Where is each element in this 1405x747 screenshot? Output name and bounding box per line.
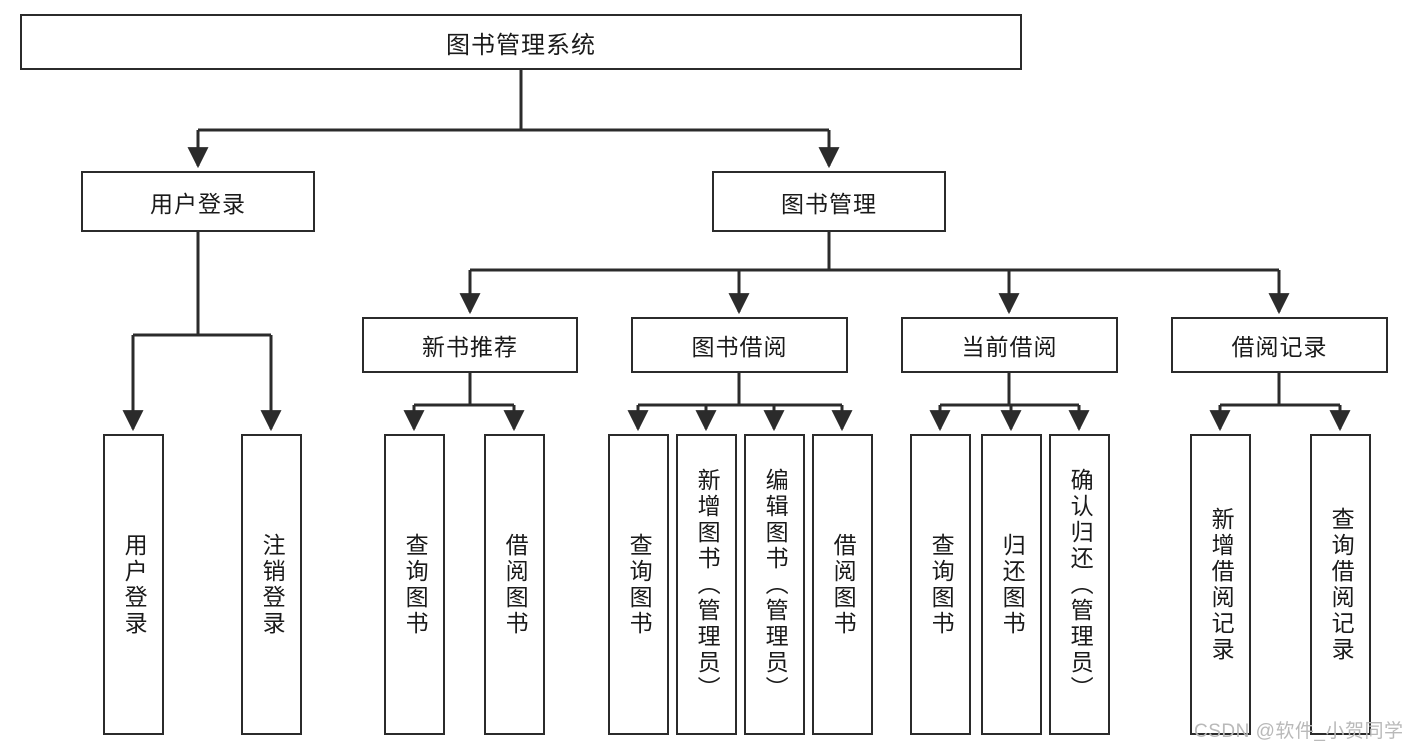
leaf-node-label: 借阅图书 — [830, 532, 857, 637]
leaf-node[interactable]: 查询图书 — [608, 434, 669, 735]
node-borrow-record[interactable]: 借阅记录 — [1171, 317, 1388, 373]
node-current-borrow[interactable]: 当前借阅 — [901, 317, 1118, 373]
node-root-label: 图书管理系统 — [446, 31, 596, 59]
leaf-node[interactable]: 新增借阅记录 — [1190, 434, 1251, 735]
node-book-management-label: 图书管理 — [781, 190, 877, 217]
leaf-node-label: 编辑图书（管理员） — [762, 467, 789, 702]
node-borrow-record-label: 借阅记录 — [1231, 334, 1328, 360]
leaf-node[interactable]: 确认归还（管理员） — [1049, 434, 1110, 735]
leaf-node-label: 归还图书 — [999, 532, 1026, 637]
leaf-node[interactable]: 注销登录 — [241, 434, 302, 735]
leaf-node-label: 借阅图书 — [502, 532, 529, 637]
leaf-node-label: 查询图书 — [626, 532, 653, 637]
node-new-book-recommend-label: 新书推荐 — [422, 334, 518, 360]
leaf-node[interactable]: 新增图书（管理员） — [676, 434, 737, 735]
leaf-node-label: 用户登录 — [121, 532, 148, 637]
leaf-node[interactable]: 借阅图书 — [812, 434, 873, 735]
leaf-node-label: 新增借阅记录 — [1208, 506, 1235, 663]
leaf-node-label: 查询图书 — [402, 532, 429, 637]
node-root[interactable]: 图书管理系统 — [20, 14, 1022, 70]
node-current-borrow-label: 当前借阅 — [961, 334, 1058, 360]
leaf-node-label: 查询借阅记录 — [1328, 506, 1355, 663]
leaf-node[interactable]: 查询图书 — [910, 434, 971, 735]
leaf-node[interactable]: 用户登录 — [103, 434, 164, 735]
node-new-book-recommend[interactable]: 新书推荐 — [362, 317, 578, 373]
node-user-login-label: 用户登录 — [150, 190, 246, 217]
leaf-node[interactable]: 借阅图书 — [484, 434, 545, 735]
csdn-watermark: CSDN @软件_小贺同学 — [1194, 721, 1404, 742]
leaf-node-label: 查询图书 — [928, 532, 955, 637]
leaf-node-label: 注销登录 — [259, 532, 286, 637]
node-book-borrow[interactable]: 图书借阅 — [631, 317, 848, 373]
node-book-management[interactable]: 图书管理 — [712, 171, 946, 232]
leaf-node-label: 确认归还（管理员） — [1067, 467, 1094, 702]
node-user-login[interactable]: 用户登录 — [81, 171, 315, 232]
node-book-borrow-label: 图书借阅 — [691, 334, 788, 360]
leaf-node[interactable]: 查询图书 — [384, 434, 445, 735]
leaf-node-label: 新增图书（管理员） — [694, 467, 721, 702]
leaf-node[interactable]: 查询借阅记录 — [1310, 434, 1371, 735]
leaf-node[interactable]: 编辑图书（管理员） — [744, 434, 805, 735]
leaf-node[interactable]: 归还图书 — [981, 434, 1042, 735]
